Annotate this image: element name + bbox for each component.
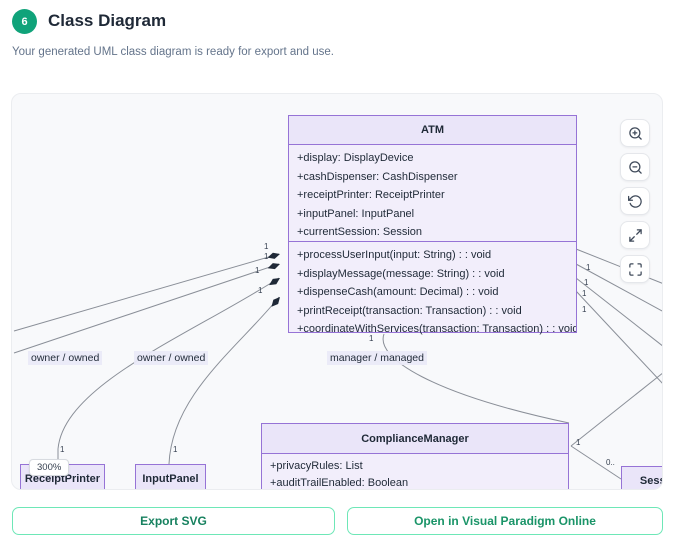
class-name: ATM [289, 116, 576, 145]
multiplicity: 1 [173, 445, 178, 454]
page-title: Class Diagram [48, 11, 167, 30]
multiplicity: 1 [369, 334, 374, 343]
uml-class-input-panel[interactable]: InputPanel [135, 464, 206, 489]
multiplicity: 1 [258, 286, 263, 295]
reset-view-icon [627, 194, 642, 208]
attribute: +currentSession: Session [297, 226, 423, 239]
method: +displayMessage(message: String) : : voi… [297, 267, 505, 280]
zoom-out-button[interactable] [620, 153, 650, 181]
class-name: Session [622, 467, 662, 489]
attribute: +cashDispenser: CashDispenser [297, 170, 458, 183]
uml-class-atm[interactable]: ATM +display: DisplayDevice +cashDispens… [288, 115, 577, 335]
composition-diamond-arrowheads [267, 252, 280, 307]
method: +dispenseCash(amount: Decimal) : : void [297, 286, 499, 299]
multiplicity: 1 [264, 242, 269, 251]
fit-view-icon [628, 262, 642, 276]
attribute: +privacyRules: List [270, 460, 363, 472]
attribute: +display: DisplayDevice [297, 152, 414, 164]
multiplicity: 1 [582, 289, 587, 298]
zoom-in-button[interactable] [620, 119, 650, 147]
multiplicity: 0.. [606, 458, 615, 467]
diagram-canvas[interactable]: ATM +display: DisplayDevice +cashDispens… [11, 93, 663, 490]
multiplicity: 1 [255, 266, 260, 275]
class-name: InputPanel [136, 465, 205, 489]
page-subtitle: Your generated UML class diagram is read… [12, 46, 334, 58]
compliance-manager-attributes: +privacyRules: List +auditTrailEnabled: … [262, 454, 568, 489]
atm-methods: +processUserInput(input: String) : : voi… [289, 242, 576, 335]
multiplicity: 1 [576, 438, 581, 447]
uml-class-compliance-manager[interactable]: ComplianceManager +privacyRules: List +a… [261, 423, 569, 489]
multiplicity: 1 [264, 252, 269, 261]
multiplicity: 1 [584, 278, 589, 287]
expand-icon [628, 228, 642, 242]
attribute: +inputPanel: InputPanel [297, 207, 415, 220]
uml-edges-svg [13, 248, 662, 480]
export-svg-button[interactable]: Export SVG [12, 507, 335, 535]
edge-label-owner-owned-2: owner / owned [134, 351, 209, 365]
uml-class-session[interactable]: Session [621, 466, 662, 489]
fit-view-button[interactable] [620, 255, 650, 283]
method: +processUserInput(input: String) : : voi… [297, 249, 492, 261]
edge-label-manager-managed: manager / managed [327, 351, 427, 365]
reset-view-button[interactable] [620, 187, 650, 215]
edge-label-owner-owned-1: owner / owned [28, 351, 103, 365]
expand-button[interactable] [620, 221, 650, 249]
method: +printReceipt(transaction: Transaction) … [297, 304, 522, 317]
open-visual-paradigm-button[interactable]: Open in Visual Paradigm Online [347, 507, 663, 535]
method: +coordinateWithServices(transaction: Tra… [297, 323, 576, 336]
canvas-controls [620, 119, 650, 283]
multiplicity: 1 [586, 263, 591, 272]
class-name: ComplianceManager [262, 424, 568, 454]
attribute: +auditTrailEnabled: Boolean [270, 477, 409, 489]
step-number-badge: 6 [12, 9, 37, 34]
zoom-level-indicator: 300% [29, 459, 70, 476]
multiplicity: 1 [60, 445, 65, 454]
multiplicity: 1 [582, 305, 587, 314]
step-number: 6 [21, 15, 28, 28]
zoom-out-icon [628, 160, 642, 174]
attribute: +receiptPrinter: ReceiptPrinter [297, 189, 445, 202]
atm-attributes: +display: DisplayDevice +cashDispenser: … [289, 145, 576, 242]
zoom-in-icon [628, 126, 642, 140]
